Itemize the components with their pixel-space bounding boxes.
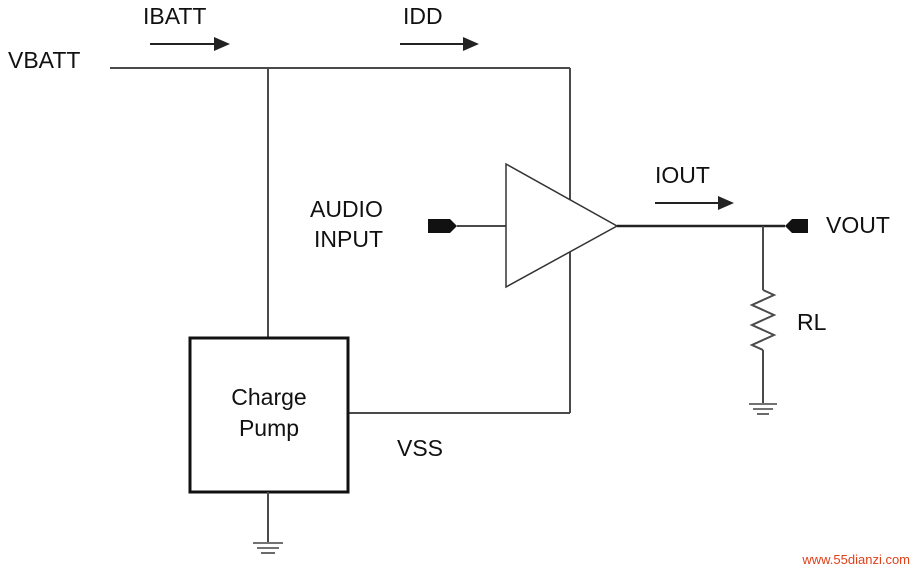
vss-label: VSS: [397, 435, 443, 461]
iout-arrow: [655, 196, 734, 210]
vbatt-label: VBATT: [8, 47, 80, 73]
idd-label: IDD: [403, 3, 443, 29]
charge-pump-ground-icon: [253, 542, 283, 554]
rl-label: RL: [797, 309, 827, 335]
idd-arrow: [400, 37, 479, 51]
watermark: www.55dianzi.com: [801, 552, 910, 567]
amplifier-triangle: [505, 162, 619, 289]
vout-terminal: [785, 219, 808, 233]
charge-pump-box: [188, 336, 350, 494]
charge-pump-label-line1: Charge: [231, 384, 306, 410]
ibatt-label: IBATT: [143, 3, 206, 29]
charge-pump-label-line2: Pump: [239, 415, 299, 441]
audio-input-terminal: [428, 219, 457, 233]
rl-ground-icon: [749, 403, 777, 415]
audio-input-label-line2: INPUT: [314, 226, 383, 252]
audio-input-label-line1: AUDIO: [310, 196, 383, 222]
ibatt-arrow: [150, 37, 230, 51]
resistor-symbol: [749, 289, 777, 351]
iout-label: IOUT: [655, 162, 710, 188]
vout-label: VOUT: [826, 212, 890, 238]
